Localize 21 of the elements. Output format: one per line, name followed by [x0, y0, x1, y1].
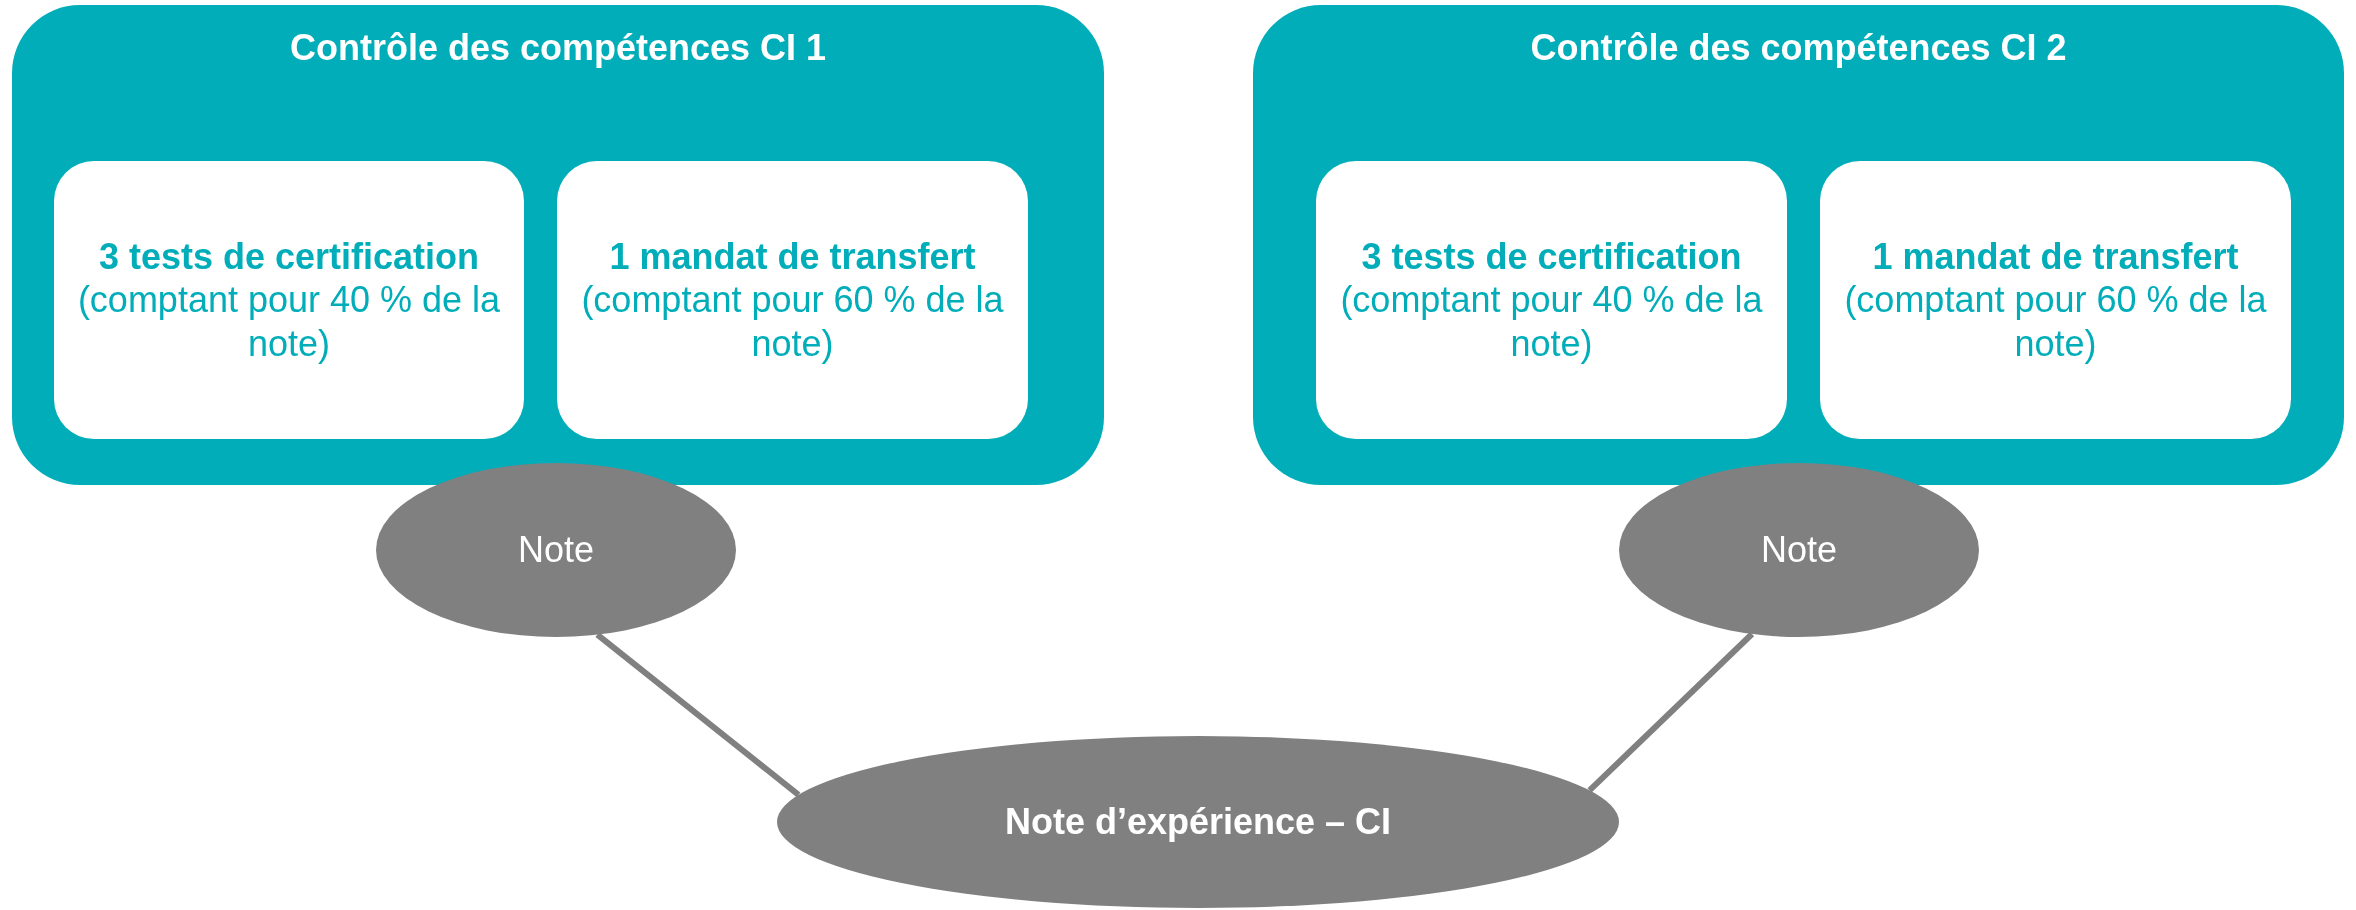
- card-heading: 3 tests de certification: [97, 235, 481, 279]
- content-card: [54, 161, 524, 439]
- group-title: Contrôle des compétences CI 2: [1529, 27, 2068, 69]
- card-heading: 3 tests de certification: [1360, 235, 1743, 279]
- content-card: [557, 161, 1028, 439]
- node-label: Note: [517, 529, 594, 571]
- group-panel: [12, 5, 1104, 485]
- node-label: Note: [1760, 529, 1837, 571]
- card-description: (comptant pour 40 % de la note): [76, 278, 502, 365]
- content-card: [1316, 161, 1787, 439]
- node-label: Note d’expérience – CI: [1004, 801, 1392, 843]
- content-card: [1820, 161, 2291, 439]
- card-heading: 1 mandat de transfert: [608, 235, 977, 279]
- card-description: (comptant pour 40 % de la note): [1339, 278, 1764, 365]
- connector-line: [595, 632, 801, 798]
- card-description: (comptant pour 60 % de la note): [1843, 278, 2268, 365]
- card-description: (comptant pour 60 % de la note): [580, 278, 1005, 365]
- group-panel: [1253, 5, 2344, 485]
- card-heading: 1 mandat de transfert: [1871, 235, 2240, 279]
- connector-line: [1587, 631, 1755, 793]
- group-title: Contrôle des compétences CI 1: [288, 27, 828, 69]
